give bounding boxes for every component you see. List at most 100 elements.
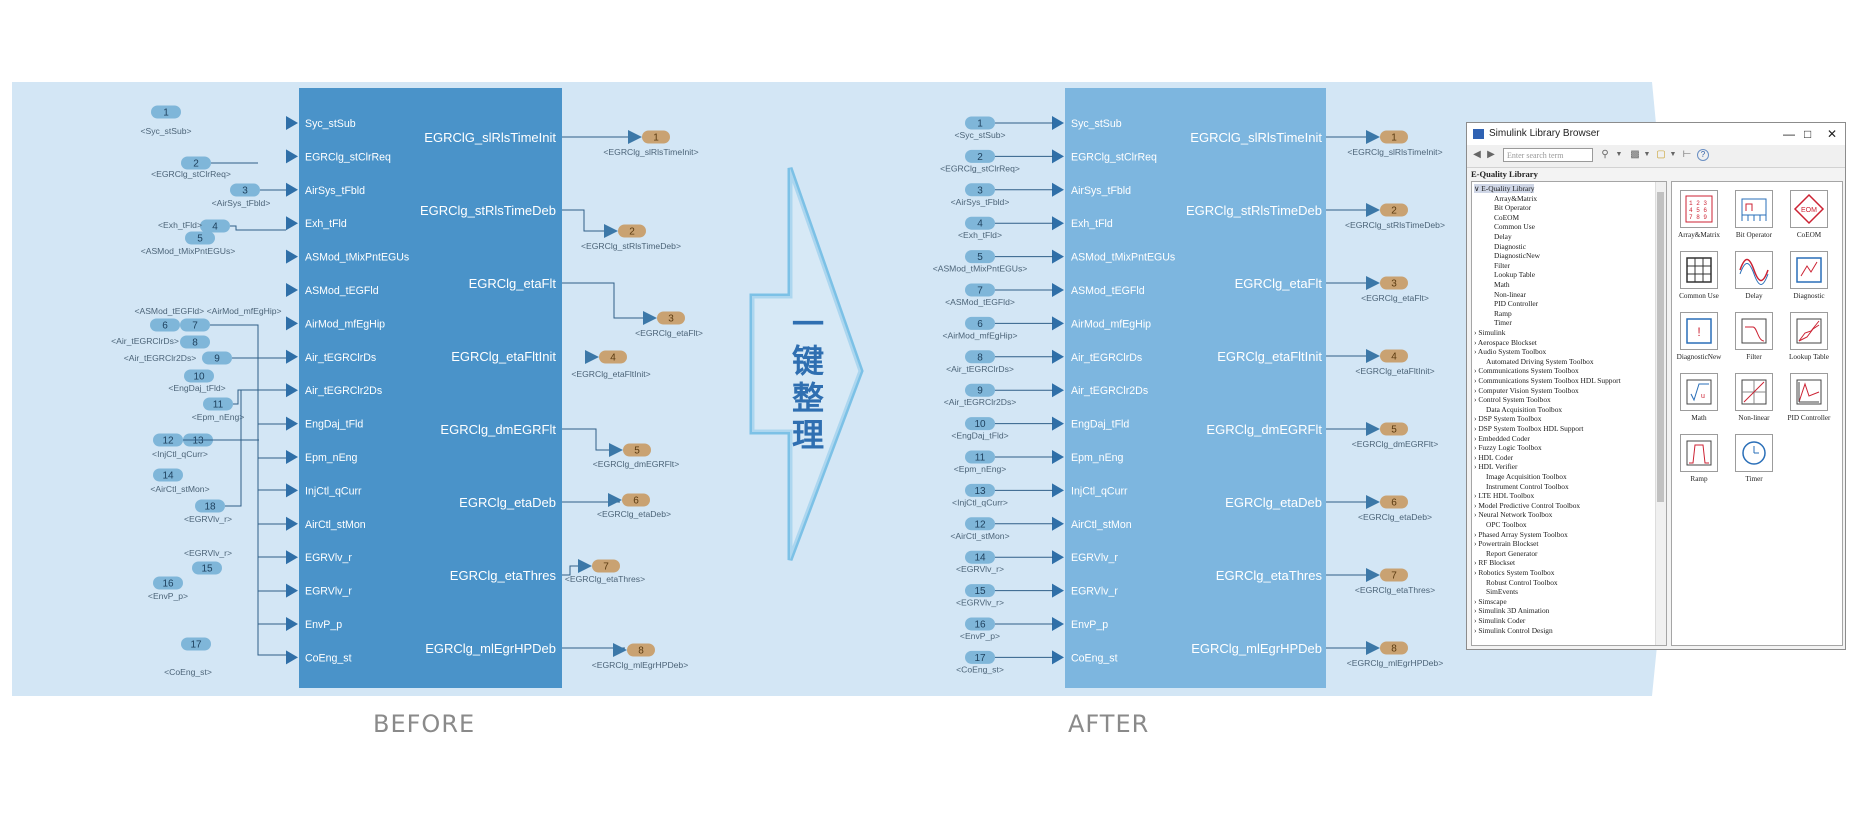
library-search-input[interactable]: Enter search term xyxy=(1503,148,1593,162)
after-outport-5[interactable] xyxy=(1380,422,1408,436)
tree-item-13[interactable]: PID Controller xyxy=(1494,299,1538,308)
library-block-2[interactable] xyxy=(1735,190,1773,228)
tree-item-46[interactable]: › Simulink Coder xyxy=(1474,616,1525,625)
expand-closed-icon[interactable]: › xyxy=(1474,424,1479,433)
library-block-3[interactable]: EOM xyxy=(1790,190,1828,228)
expand-closed-icon[interactable]: › xyxy=(1474,462,1479,472)
tree-item-4[interactable]: CoEOM xyxy=(1494,213,1519,222)
expand-closed-icon[interactable]: › xyxy=(1474,539,1479,549)
before-inport-16[interactable] xyxy=(192,561,222,575)
before-inport-1[interactable] xyxy=(151,105,181,119)
before-inport-15[interactable] xyxy=(195,499,225,513)
expand-closed-icon[interactable]: › xyxy=(1474,529,1479,539)
before-outport-4[interactable] xyxy=(599,350,627,364)
tree-item-31[interactable]: Image Acquisition Toolbox xyxy=(1486,472,1567,481)
expand-closed-icon[interactable]: › xyxy=(1474,366,1479,376)
tree-item-38[interactable]: › Powertrain Blockset xyxy=(1474,539,1538,548)
expand-closed-icon[interactable]: › xyxy=(1474,510,1479,520)
tree-item-3[interactable]: Bit Operator xyxy=(1494,203,1531,212)
tree-item-26[interactable]: › DSP System Toolbox HDL Support xyxy=(1474,424,1583,433)
expand-open-icon[interactable]: ∨ xyxy=(1474,184,1482,193)
tree-item-17[interactable]: › Aerospace Blockset xyxy=(1474,338,1537,347)
library-block-5[interactable] xyxy=(1735,251,1773,289)
after-inport-5[interactable] xyxy=(965,250,995,264)
dropdown-icon[interactable]: ▼ xyxy=(1669,151,1677,158)
after-inport-17[interactable] xyxy=(965,650,995,664)
before-outport-3[interactable] xyxy=(657,311,685,325)
tree-item-19[interactable]: Automated Driving System Toolbox xyxy=(1486,357,1594,366)
before-inport-6[interactable] xyxy=(150,318,180,332)
tree-item-6[interactable]: Delay xyxy=(1494,232,1512,241)
expand-closed-icon[interactable]: › xyxy=(1474,395,1479,405)
open-folder-icon[interactable]: ▢ xyxy=(1656,149,1666,160)
after-outport-8[interactable] xyxy=(1380,641,1408,655)
library-block-8[interactable] xyxy=(1735,312,1773,350)
after-inport-3[interactable] xyxy=(965,183,995,197)
before-inport-2[interactable] xyxy=(181,156,211,170)
expand-closed-icon[interactable]: › xyxy=(1474,625,1479,635)
tree-item-10[interactable]: Lookup Table xyxy=(1494,270,1535,279)
tree-item-43[interactable]: SimEvents xyxy=(1486,587,1518,596)
expand-closed-icon[interactable]: › xyxy=(1474,433,1479,443)
after-inport-7[interactable] xyxy=(965,316,995,330)
tree-item-27[interactable]: › Embedded Coder xyxy=(1474,434,1530,443)
tree-item-33[interactable]: › LTE HDL Toolbox xyxy=(1474,491,1534,500)
after-inport-2[interactable] xyxy=(965,149,995,163)
expand-closed-icon[interactable]: › xyxy=(1474,443,1479,453)
expand-closed-icon[interactable]: › xyxy=(1474,491,1479,501)
before-inport-12[interactable] xyxy=(153,433,183,447)
expand-closed-icon[interactable]: › xyxy=(1474,376,1479,385)
before-outport-7[interactable] xyxy=(592,559,620,573)
tree-item-41[interactable]: › Robotics System Toolbox xyxy=(1474,568,1554,577)
after-inport-9[interactable] xyxy=(965,383,995,397)
after-inport-1[interactable] xyxy=(965,116,995,130)
after-inport-11[interactable] xyxy=(965,450,995,464)
tree-item-22[interactable]: › Computer Vision System Toolbox xyxy=(1474,386,1579,395)
minimize-icon[interactable]: — xyxy=(1783,127,1795,141)
tree-item-47[interactable]: › Simulink Control Design xyxy=(1474,626,1553,635)
dropdown-icon[interactable]: ▼ xyxy=(1615,151,1623,158)
new-model-icon[interactable]: ▩ xyxy=(1630,149,1640,160)
tree-item-30[interactable]: › HDL Verifier xyxy=(1474,462,1518,471)
after-inport-14[interactable] xyxy=(965,550,995,564)
tree-item-36[interactable]: OPC Toolbox xyxy=(1486,520,1527,529)
expand-closed-icon[interactable]: › xyxy=(1474,414,1479,424)
tree-item-23[interactable]: › Control System Toolbox xyxy=(1474,395,1551,404)
after-outport-4[interactable] xyxy=(1380,349,1408,363)
tree-item-35[interactable]: › Neural Network Toolbox xyxy=(1474,510,1552,519)
tree-item-12[interactable]: Non-linear xyxy=(1494,290,1526,299)
tree-item-25[interactable]: › DSP System Toolbox xyxy=(1474,414,1541,423)
before-inport-10[interactable] xyxy=(184,369,214,383)
back-icon[interactable]: ◀ xyxy=(1473,149,1481,160)
tree-item-44[interactable]: › Simscape xyxy=(1474,597,1507,606)
tree-item-37[interactable]: › Phased Array System Toolbox xyxy=(1474,530,1568,539)
after-inport-16[interactable] xyxy=(965,617,995,631)
library-block-7[interactable]: ! xyxy=(1680,312,1718,350)
close-icon[interactable]: ✕ xyxy=(1827,127,1838,141)
before-inport-17[interactable] xyxy=(153,576,183,590)
tree-item-42[interactable]: Robust Control Toolbox xyxy=(1486,578,1558,587)
before-outport-5[interactable] xyxy=(623,443,651,457)
tree-item-21[interactable]: › Communications System Toolbox HDL Supp… xyxy=(1474,376,1621,385)
help-icon[interactable]: ? xyxy=(1697,149,1709,161)
expand-closed-icon[interactable]: › xyxy=(1474,337,1478,347)
tree-item-32[interactable]: Instrument Control Toolbox xyxy=(1486,482,1569,491)
before-inport-3[interactable] xyxy=(230,183,260,197)
expand-closed-icon[interactable]: › xyxy=(1474,328,1479,337)
expand-closed-icon[interactable]: › xyxy=(1474,452,1479,462)
tree-item-45[interactable]: › Simulink 3D Animation xyxy=(1474,606,1549,615)
tree-item-29[interactable]: › HDL Coder xyxy=(1474,453,1513,462)
tree-item-16[interactable]: › Simulink xyxy=(1474,328,1505,337)
tree-item-39[interactable]: Report Generator xyxy=(1486,549,1538,558)
library-block-4[interactable] xyxy=(1680,251,1718,289)
expand-closed-icon[interactable]: › xyxy=(1474,616,1479,625)
before-inport-18[interactable] xyxy=(181,637,211,651)
after-outport-3[interactable] xyxy=(1380,276,1408,290)
tree-item-11[interactable]: Math xyxy=(1494,280,1510,289)
tree-item-14[interactable]: Ramp xyxy=(1494,309,1512,318)
after-outport-6[interactable] xyxy=(1380,495,1408,509)
before-inport-4[interactable] xyxy=(200,219,230,233)
library-block-9[interactable] xyxy=(1790,312,1828,350)
